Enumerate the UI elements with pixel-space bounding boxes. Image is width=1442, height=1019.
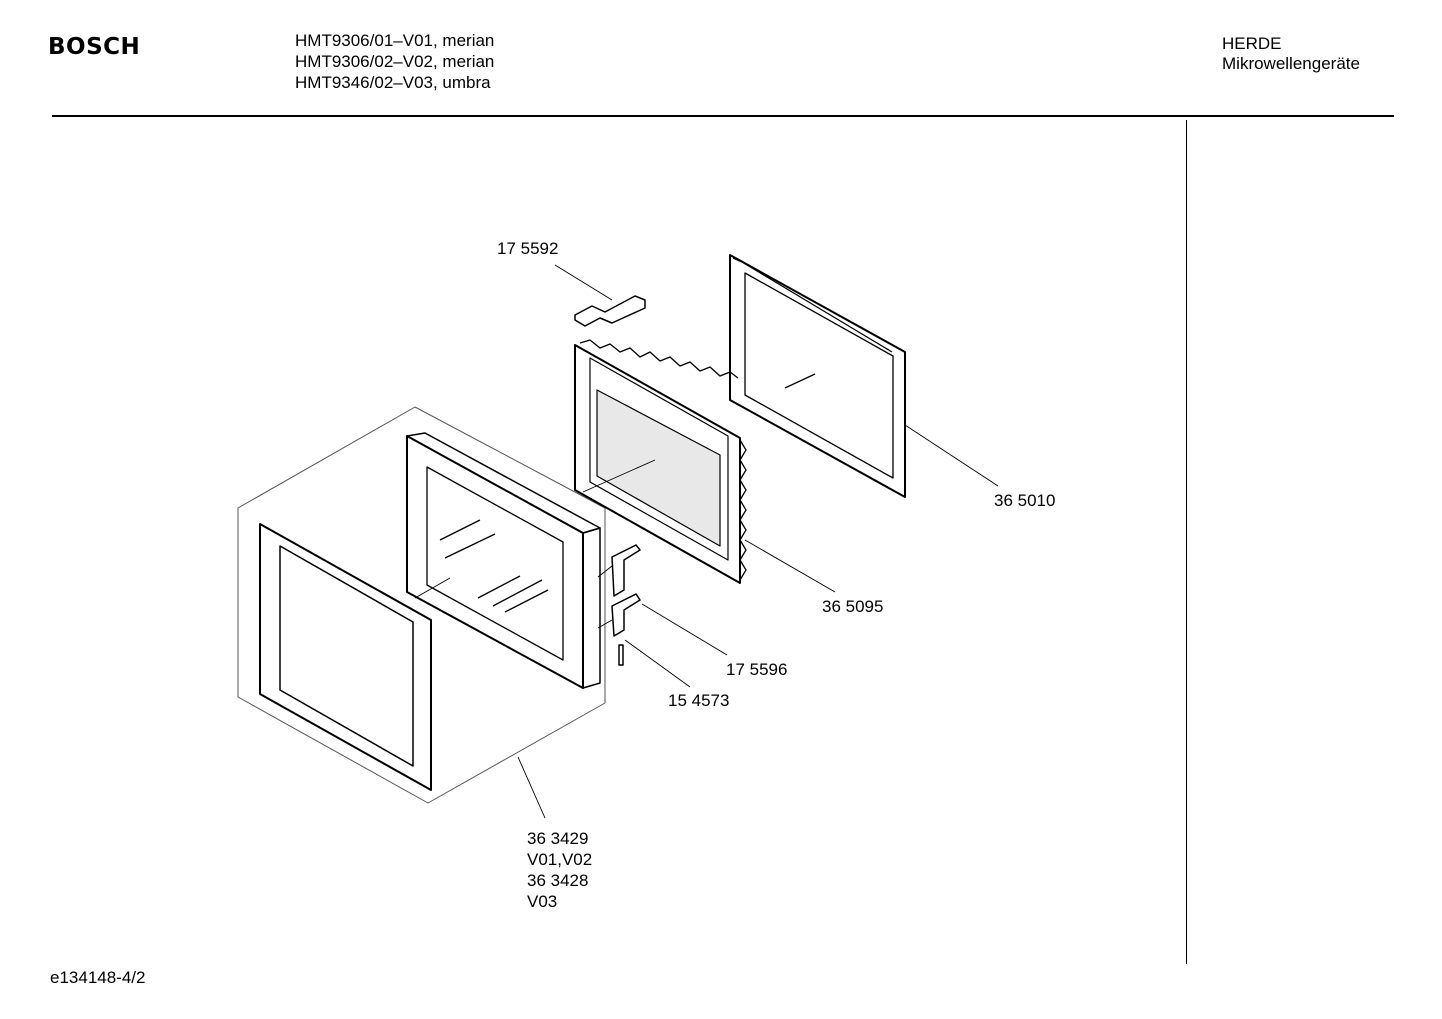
model-line-2: HMT9306/02–V02, merian: [295, 52, 495, 71]
part-label-363429: 36 3429: [527, 829, 589, 848]
document-id: e134148-4/2: [50, 968, 146, 987]
outer-door-panel: [237, 406, 606, 804]
top-bracket: [574, 295, 646, 327]
part-label-365095: 36 5095: [822, 597, 884, 616]
rear-glass-panel: [729, 254, 906, 498]
leader-lines: [414, 264, 999, 819]
model-line-3: HMT9346/02–V03, umbra: [295, 73, 491, 92]
part-label-363429-block: 36 3429 V01,V02 36 3428 V03: [527, 828, 592, 912]
category-block: HERDE Mikrowellengeräte: [1222, 34, 1360, 74]
side-divider: [1186, 120, 1187, 964]
header-divider: [52, 115, 1394, 117]
spring-part: [618, 644, 624, 666]
door-glass-frame: [406, 432, 601, 689]
part-label-363428: 36 3428: [527, 871, 589, 890]
model-list: HMT9306/01–V01, merian HMT9306/02–V02, m…: [295, 30, 494, 93]
hinge-part: [611, 544, 641, 637]
category-subtitle: Mikrowellengeräte: [1222, 54, 1360, 73]
variant-v03: V03: [527, 892, 558, 911]
brand-logo: BOSCH: [48, 34, 141, 60]
inner-mesh-door: [574, 339, 747, 584]
part-label-175592: 17 5592: [497, 239, 559, 258]
part-label-365010: 36 5010: [994, 491, 1056, 510]
outer-door-frame: [259, 523, 432, 791]
variant-v01-v02: V01,V02: [527, 850, 593, 869]
part-label-154573: 15 4573: [668, 691, 730, 710]
model-line-1: HMT9306/01–V01, merian: [295, 31, 495, 50]
category-title: HERDE: [1222, 34, 1282, 53]
part-label-175596: 17 5596: [726, 660, 788, 679]
